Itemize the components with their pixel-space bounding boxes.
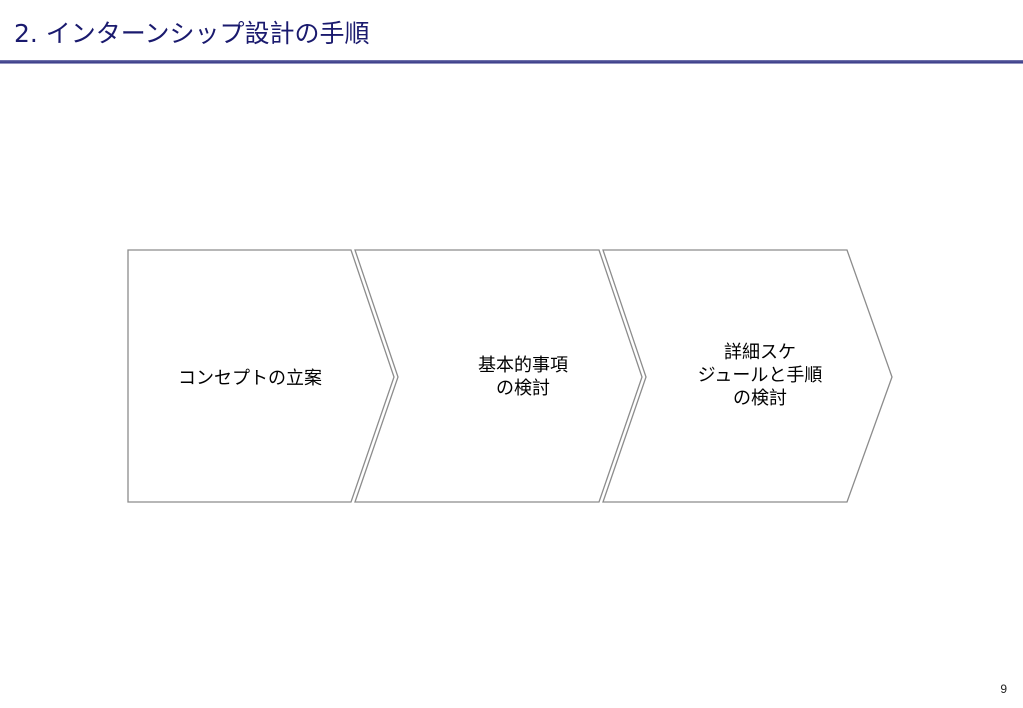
step-label-2: 基本的事項 の検討 [478,355,568,399]
step-shape-3 [602,249,893,503]
step-shape-2 [354,249,643,503]
step-label-1: コンセプトの立案 [178,368,322,389]
title-divider [0,60,1023,64]
page-number: 9 [1000,682,1007,696]
step-label-3: 詳細スケ ジュールと手順 の検討 [697,342,823,409]
slide-title: 2. インターンシップ設計の手順 [14,19,370,48]
step-shape-1 [127,249,395,503]
